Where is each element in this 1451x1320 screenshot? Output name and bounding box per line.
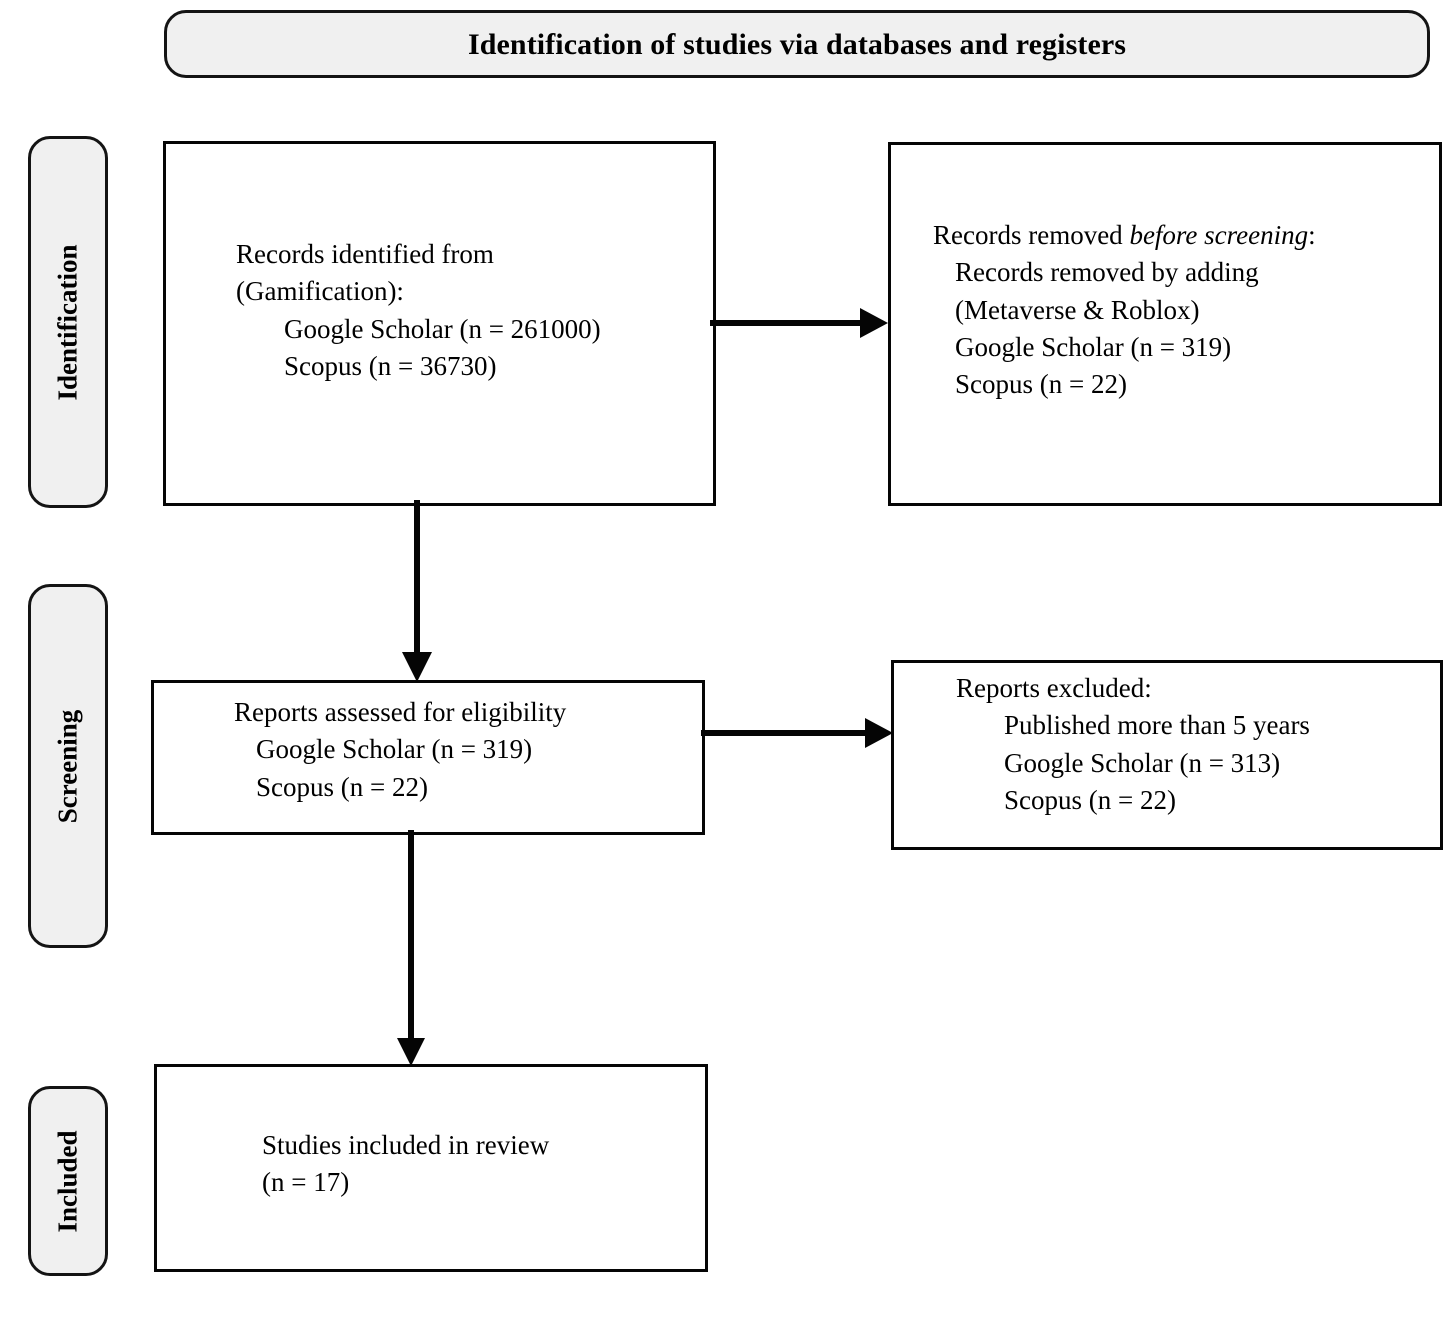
arrow-identified-to-removed — [710, 308, 888, 338]
records-removed-text: Records removed before screening: Record… — [891, 217, 1439, 403]
records-removed-line-2: (Metaverse & Roblox) — [955, 294, 1200, 325]
arrow-eligibility-to-excluded — [701, 718, 893, 748]
records-identified-box: Records identified from (Gamification): … — [163, 141, 716, 506]
arrow-identified-to-eligibility — [402, 500, 432, 682]
stage-label-screening: Screening — [52, 709, 83, 823]
records-removed-heading-italic: before screening — [1129, 220, 1309, 250]
reports-excluded-line-2: Published more than 5 years — [1004, 710, 1310, 741]
diagram-header-banner: Identification of studies via databases … — [164, 10, 1430, 78]
records-identified-text: Records identified from (Gamification): … — [166, 236, 713, 385]
reports-excluded-line-3: Google Scholar (n = 313) — [1004, 747, 1281, 778]
records-removed-line-4: Scopus (n = 22) — [955, 369, 1127, 399]
studies-included-line-1: Studies included in review — [262, 1130, 550, 1160]
reports-excluded-line-4: Scopus (n = 22) — [1004, 784, 1176, 815]
reports-assessed-line-3: Scopus (n = 22) — [256, 771, 428, 802]
records-removed-heading-prefix: Records removed — [933, 220, 1130, 250]
records-identified-line-2: (Gamification): — [236, 276, 404, 307]
arrow-eligibility-to-included — [397, 830, 425, 1066]
reports-excluded-line-1: Reports excluded: — [956, 673, 1152, 703]
records-removed-heading: Records removed before screening: — [933, 217, 1439, 254]
studies-included-line-2: (n = 17) — [262, 1167, 350, 1198]
reports-excluded-text: Reports excluded: Published more than 5 … — [894, 670, 1440, 819]
stage-label-identification: Identification — [52, 243, 83, 401]
stage-label-included: Included — [52, 1129, 83, 1233]
reports-assessed-text: Reports assessed for eligibility Google … — [154, 694, 702, 806]
records-identified-line-1: Records identified from — [236, 239, 494, 269]
records-removed-line-1: Records removed by adding — [955, 257, 1259, 288]
page-title: Identification of studies via databases … — [467, 27, 1127, 61]
reports-assessed-line-2: Google Scholar (n = 319) — [256, 734, 533, 765]
records-removed-line-3: Google Scholar (n = 319) — [955, 331, 1232, 362]
stage-tab-identification: Identification — [28, 136, 108, 508]
records-removed-heading-suffix: : — [1308, 220, 1316, 250]
studies-included-text: Studies included in review (n = 17) — [157, 1127, 705, 1202]
records-removed-box: Records removed before screening: Record… — [888, 142, 1442, 506]
records-identified-line-3: Google Scholar (n = 261000) — [284, 313, 601, 344]
reports-assessed-line-1: Reports assessed for eligibility — [234, 697, 567, 727]
reports-excluded-box: Reports excluded: Published more than 5 … — [891, 660, 1443, 850]
reports-assessed-box: Reports assessed for eligibility Google … — [151, 680, 705, 835]
records-identified-line-4: Scopus (n = 36730) — [284, 350, 497, 381]
stage-tab-included: Included — [28, 1086, 108, 1276]
stage-tab-screening: Screening — [28, 584, 108, 948]
studies-included-box: Studies included in review (n = 17) — [154, 1064, 708, 1272]
